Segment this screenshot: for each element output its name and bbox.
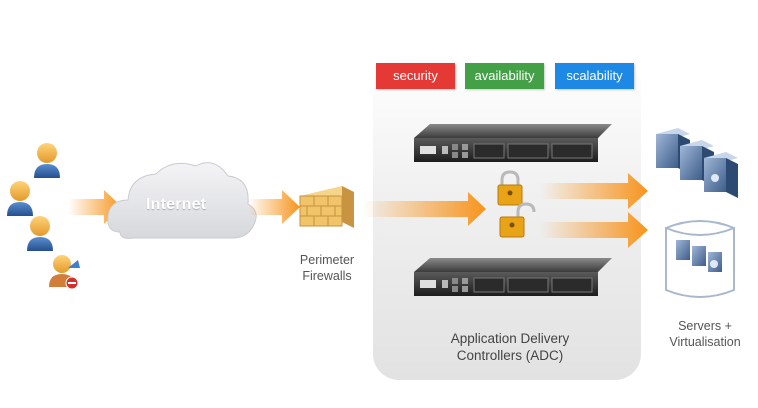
arrow-adc-to-servers	[540, 173, 648, 209]
servers-label-line2: Virtualisation	[669, 335, 741, 349]
firewall-label: Perimeter Firewalls	[282, 252, 372, 284]
scalability-tag: scalability	[555, 63, 634, 89]
availability-tag: availability	[465, 63, 544, 89]
arrow-firewall-to-adc	[362, 192, 486, 226]
user-icon	[7, 181, 33, 216]
security-tag: security	[376, 63, 455, 89]
adc-appliance-icon	[414, 124, 612, 162]
firewall-label-line2: Firewalls	[302, 269, 352, 283]
adc-label: Application Delivery Controllers (ADC)	[420, 330, 600, 364]
arrow-adc-to-virtualisation	[540, 212, 648, 248]
padlock-closed-icon	[497, 170, 523, 206]
blocked-user-icon	[49, 255, 80, 290]
firewall-icon	[299, 186, 354, 228]
internet-cloud-icon	[107, 162, 257, 239]
arrow-internet-to-firewall	[248, 190, 300, 224]
firewall-label-line1: Perimeter	[299, 253, 355, 267]
user-icon	[27, 216, 53, 251]
user-icon	[34, 143, 60, 178]
padlock-open-icon	[499, 202, 536, 238]
adc-label-line2: Controllers (ADC)	[456, 348, 564, 363]
virtualisation-icon	[665, 220, 735, 298]
servers-icon	[656, 128, 738, 198]
servers-label-line1: Servers +	[678, 319, 732, 333]
adc-appliance-icon	[414, 258, 612, 296]
adc-label-line1: Application Delivery	[450, 331, 570, 346]
servers-label: Servers + Virtualisation	[655, 318, 755, 350]
internet-label: Internet	[146, 196, 207, 213]
